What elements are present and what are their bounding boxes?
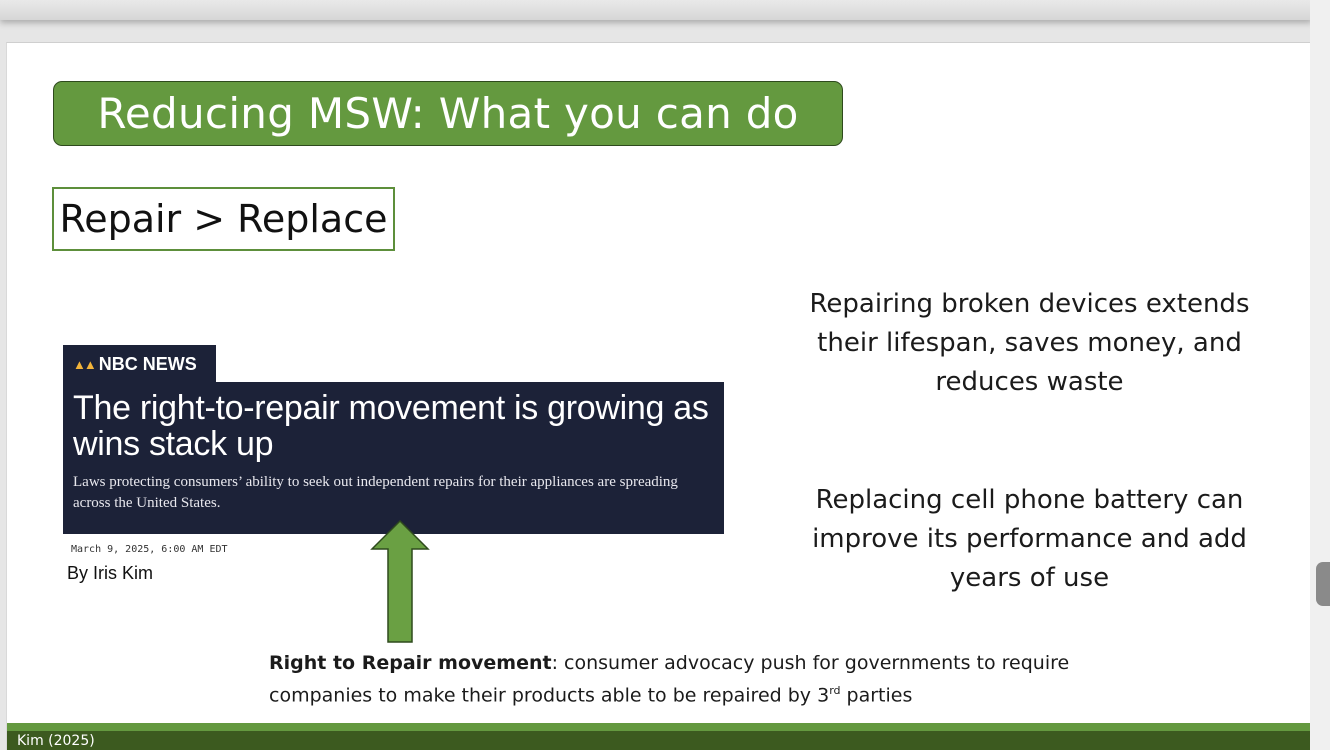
- note-definition-2: parties: [840, 684, 913, 707]
- slide-footer: Kim (2025): [7, 731, 1310, 750]
- article-headline: The right-to-repair movement is growing …: [73, 389, 709, 463]
- scroll-track: [1310, 0, 1330, 750]
- article-headline-box: The right-to-repair movement is growing …: [63, 382, 724, 534]
- peacock-icon: ▲▲: [73, 356, 97, 372]
- note-definition-1: : consumer advocacy push for governments…: [269, 652, 1070, 707]
- presentation-slide: Reducing MSW: What you can do Repair > R…: [6, 42, 1310, 750]
- window-top-bar: [0, 0, 1312, 20]
- nbc-news-logo: ▲▲ NBC NEWS: [63, 345, 216, 383]
- right-to-repair-note: Right to Repair movement: consumer advoc…: [269, 649, 1129, 709]
- right-text-repairing: Repairing broken devices extends their l…: [809, 289, 1250, 397]
- article-dek: Laws protecting consumers’ ability to se…: [73, 474, 678, 511]
- nbc-brand-text: NBC NEWS: [98, 353, 197, 374]
- article-byline: By Iris Kim: [67, 563, 154, 583]
- note-term: Right to Repair movement: [269, 652, 552, 674]
- up-arrow-icon: [370, 519, 430, 643]
- note-superscript: rd: [829, 684, 841, 697]
- footer-accent-line: [7, 723, 1310, 731]
- right-text-replacing: Replacing cell phone battery can improve…: [812, 485, 1247, 593]
- slide-title: Reducing MSW: What you can do: [53, 81, 843, 146]
- slide-subtitle: Repair > Replace: [52, 187, 395, 251]
- scrollbar-thumb[interactable]: [1316, 562, 1330, 606]
- article-dateline: March 9, 2025, 6:00 AM EDT: [71, 544, 228, 555]
